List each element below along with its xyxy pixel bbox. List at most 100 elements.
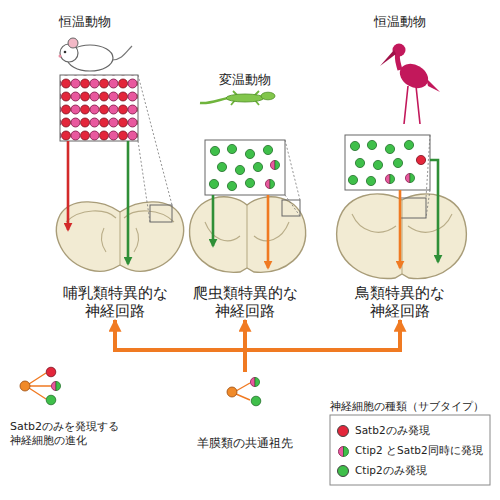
legend-row: Satb2のみ発現: [337, 421, 430, 441]
cell-inset-box: [60, 75, 138, 141]
projection-arrow: [399, 190, 402, 268]
brain-section: 哺乳類特異的な 神経回路: [45, 190, 185, 320]
note-text: Satb2のみを発現する 神経細胞の進化: [10, 420, 135, 448]
bird-head: [393, 44, 406, 57]
bird-neck: [397, 52, 400, 70]
green-dot: [209, 179, 218, 188]
group-heading: 恒温動物: [25, 14, 145, 30]
zoom-line: [138, 75, 172, 222]
zoom-line: [426, 135, 430, 218]
legend-shape-sample: [338, 446, 348, 456]
green-dot: [251, 396, 261, 406]
green-dot: [385, 144, 394, 153]
green-dot: [367, 140, 376, 149]
evolution-icon-line: [29, 373, 51, 399]
legend-swatch: [337, 465, 349, 477]
node-text: 爬虫類特異的な 神経回路: [182, 284, 308, 320]
green-dot: [348, 175, 357, 184]
mouse-illustration: [59, 38, 133, 71]
projection-arrow: [267, 195, 270, 268]
legend-frame: [330, 415, 490, 485]
green-dot: [210, 146, 219, 155]
mouse-tail: [112, 46, 132, 60]
mouse-eye: [64, 51, 67, 54]
mouse-brain: [57, 202, 184, 271]
bird-illustration: [380, 44, 440, 125]
green-dot: [366, 176, 375, 185]
ancestral-dot: [20, 381, 30, 391]
projection-arrow: [212, 195, 215, 246]
brain-midline: [401, 200, 402, 274]
green-dot: [217, 162, 226, 171]
bird-beak: [380, 50, 396, 66]
green-dot: [393, 158, 402, 167]
ancestral-dot: [227, 387, 237, 397]
green-dot: [253, 162, 262, 171]
green-dot: [235, 165, 244, 174]
zoom-region: [150, 205, 172, 222]
bird-legs: [404, 86, 420, 124]
legend-heading: 神経細胞の種類（サブタイプ）: [330, 400, 484, 414]
green-dot: [263, 145, 272, 154]
mouse-ear: [68, 38, 78, 48]
mouse-nose: [59, 55, 62, 58]
projection-arrow: [67, 141, 70, 230]
double-dot: [405, 173, 414, 182]
mouse-body: [67, 45, 113, 71]
brain-midline: [119, 212, 120, 265]
zoom-line: [285, 140, 300, 216]
double-dot: [270, 160, 279, 169]
green-dot: [245, 149, 254, 158]
green-dot: [46, 395, 56, 405]
bird-tail: [426, 78, 440, 92]
bird-brain: [337, 194, 467, 279]
green-dot: [227, 144, 236, 153]
green-dot: [404, 140, 413, 149]
ancestor-node: 羊膜類の共通祖先: [195, 372, 295, 450]
green-dot: [245, 178, 254, 187]
projection-arrow: [127, 141, 130, 264]
legend-text: Ctip2のみ発現: [355, 464, 427, 478]
mouse-head: [60, 44, 78, 62]
lineage-arrow: [243, 320, 247, 372]
cell-inset-box: [205, 140, 285, 195]
lizard-illustration: [200, 91, 275, 105]
node-text: 哺乳類特異的な 神経回路: [47, 284, 183, 320]
legend-row: Ctip2 とSatb2同時に発現: [337, 441, 483, 461]
brain-ventricle: [101, 228, 138, 252]
double-dot: [250, 377, 259, 386]
group-heading: 変温動物: [185, 72, 305, 88]
projection-arrow: [430, 160, 438, 262]
legend-text: Satb2のみ発現: [355, 424, 430, 438]
brain-midline: [246, 205, 247, 268]
brain-section: 爬虫類特異的な 神経回路: [180, 190, 310, 320]
zoom-region: [282, 200, 300, 216]
zoom-region: [400, 198, 426, 218]
green-dot: [373, 160, 382, 169]
legend-swatch: [337, 425, 349, 437]
lizard-body: [226, 94, 264, 102]
ancestor-icon-line: [236, 383, 250, 400]
green-dot: [350, 141, 359, 150]
double-dot: [51, 381, 60, 390]
lizard-head: [261, 92, 275, 100]
bird-body: [396, 59, 433, 93]
node-text: 鳥類特異的な 神経回路: [337, 284, 463, 320]
green-dot: [227, 181, 236, 190]
double-dot: [265, 179, 274, 188]
brain-cortex-line: [66, 211, 174, 222]
lizard-tail: [200, 98, 228, 103]
brain-ventricle: [205, 222, 289, 241]
lineage-arrow: [115, 320, 245, 372]
red-dot: [416, 155, 425, 164]
double-dot: [385, 174, 394, 183]
green-dot: [355, 158, 364, 167]
lizard-legs: [231, 91, 259, 105]
lineage-arrow: [245, 320, 400, 372]
group-heading: 恒温動物: [340, 14, 460, 30]
red-dot: [46, 367, 56, 377]
node-text: 羊膜類の共通祖先: [197, 436, 293, 450]
brain-section: 鳥類特異的な 神経回路: [335, 190, 465, 320]
lizard-brain: [190, 197, 306, 272]
